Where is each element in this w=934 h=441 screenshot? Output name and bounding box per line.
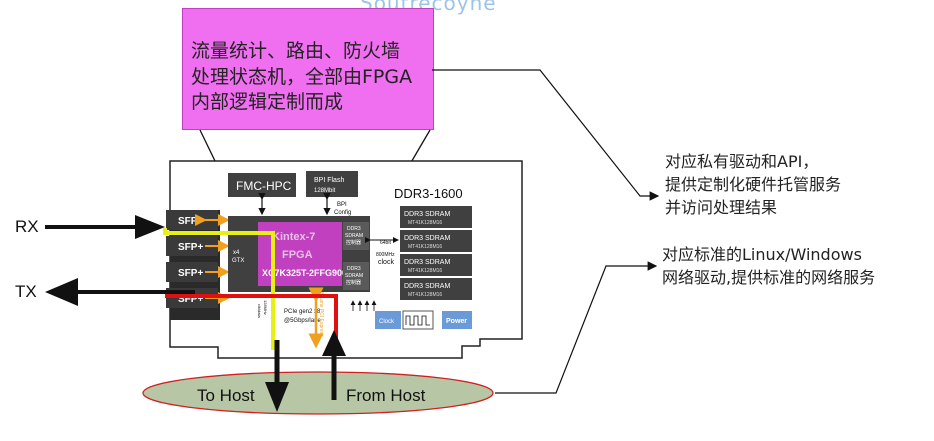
- ddr-controller-top: [343, 222, 369, 250]
- sfp-label-2: SFP+: [178, 242, 203, 253]
- bus-width: 64bit: [380, 240, 391, 246]
- api-connector: [432, 69, 660, 201]
- sdram-chip-3: [400, 254, 472, 276]
- power-label: Power: [446, 318, 467, 325]
- fpga-note-line-2: 处理状态机，全部由FPGA: [191, 66, 413, 88]
- sfp-label-4: SFP+: [178, 294, 203, 305]
- tx-path: [165, 294, 338, 340]
- bus-freq: 800MHz: [376, 252, 395, 258]
- sdram-1-part: MT41K128M16: [408, 220, 442, 226]
- sfp-label-3: SFP+: [178, 268, 203, 279]
- from-host-arrow: [322, 330, 346, 356]
- sdram-chip-2: [400, 230, 472, 252]
- linux-note-line-1: 对应标准的Linux/Windows: [662, 245, 862, 264]
- to-host-label: To Host: [197, 386, 255, 405]
- sfp-port-3: [166, 262, 218, 282]
- ddr-controller-bottom: [343, 262, 369, 290]
- rx-arrow: [135, 215, 165, 239]
- linux-connector: [495, 261, 658, 394]
- rx-label: RX: [15, 217, 39, 236]
- ddr-ctrl-top-1: DDR3: [347, 226, 361, 232]
- fpga-word: FPGA: [282, 249, 313, 261]
- power-block: [442, 311, 472, 329]
- api-note: 对应私有驱动和API， 提供定制化硬件托管服务 并访问处理结果: [665, 150, 841, 219]
- sdram-2-part: MT41K128M16: [408, 244, 442, 250]
- gtx-label-2: GTX: [232, 258, 244, 264]
- tx-arrow: [45, 278, 78, 306]
- fpga-family: Kintex-7: [272, 231, 315, 243]
- ddr-ctrl-top-3: 控制器: [346, 239, 361, 246]
- api-note-line-3: 并访问处理结果: [665, 198, 778, 217]
- api-note-line-1: 对应私有驱动和API，: [665, 152, 819, 171]
- linux-note-line-2: 网络驱动,提供标准的网络服务: [662, 268, 876, 287]
- fpga-note-line-1: 流量统计、路由、防火墙: [191, 40, 401, 62]
- sdram-chips: DDR3 SDRAM MT41K128M16 DDR3 SDRAM MT41K1…: [400, 206, 472, 300]
- sdram-chip-4: [400, 278, 472, 300]
- bpi-flash-label: BPI Flash: [314, 177, 344, 184]
- sdram-4-name: DDR3 SDRAM: [404, 283, 450, 290]
- pcie-edge-label: 8-Lane PCI Express: [318, 292, 324, 337]
- sdram-chip-1: [400, 206, 472, 228]
- ddr-ctrl-top-2: SDRAM: [345, 233, 363, 239]
- bpi-flash-size: 128Mbit: [314, 188, 336, 194]
- gtx-label-1: x4: [233, 250, 240, 256]
- pcie-label: PCIe gen2 x8: [284, 309, 321, 315]
- fpga-logic-note: 流量统计、路由、防火墙 处理状态机，全部由FPGA 内部逻辑定制而成: [182, 8, 434, 130]
- ddr-title: DDR3-1600: [394, 186, 463, 201]
- linux-note: 对应标准的Linux/Windows 网络驱动,提供标准的网络服务: [662, 243, 875, 289]
- ddr-ctrl-bot-3: 控制器: [346, 279, 361, 286]
- from-host-label: From Host: [346, 386, 426, 405]
- bpi-config-label-2: Config: [334, 210, 351, 216]
- sdram-3-part: MT41K128M16: [408, 268, 442, 274]
- fpga-part: XC7K325T-2FFG900I: [262, 268, 350, 278]
- sfp-label-1: SFP+: [178, 216, 203, 227]
- sdram-3-name: DDR3 SDRAM: [404, 259, 450, 266]
- clock-block: [375, 311, 401, 329]
- sdram-4-part: MT41K128M16: [408, 292, 442, 298]
- tx-label: TX: [15, 282, 37, 301]
- pcie-speed: @5Gbps/lane: [284, 318, 321, 324]
- ddr-ctrl-bot-2: SDRAM: [345, 273, 363, 279]
- sdram-1-name: DDR3 SDRAM: [404, 211, 450, 218]
- pcie-side-2: clk/data: [257, 304, 262, 319]
- clock-label: Clock: [379, 319, 395, 325]
- fpga-note-line-3: 内部逻辑定制而成: [191, 91, 344, 113]
- api-note-line-2: 提供定制化硬件托管服务: [665, 175, 842, 194]
- fmc-hpc-label: FMC-HPC: [236, 179, 292, 193]
- bpi-flash-chip: [306, 171, 358, 197]
- pcie-side-1: 128MHz: [263, 300, 268, 315]
- ddr-ctrl-bot-1: DDR3: [347, 266, 361, 272]
- rx-path: [163, 228, 275, 350]
- bpi-config-label-1: BPI: [337, 202, 347, 208]
- host-ellipse: [142, 371, 494, 415]
- bus-clock: clock: [378, 259, 394, 266]
- to-host-arrow: [265, 382, 289, 412]
- sdram-2-name: DDR3 SDRAM: [404, 235, 450, 242]
- sfp-port-2: [166, 236, 218, 256]
